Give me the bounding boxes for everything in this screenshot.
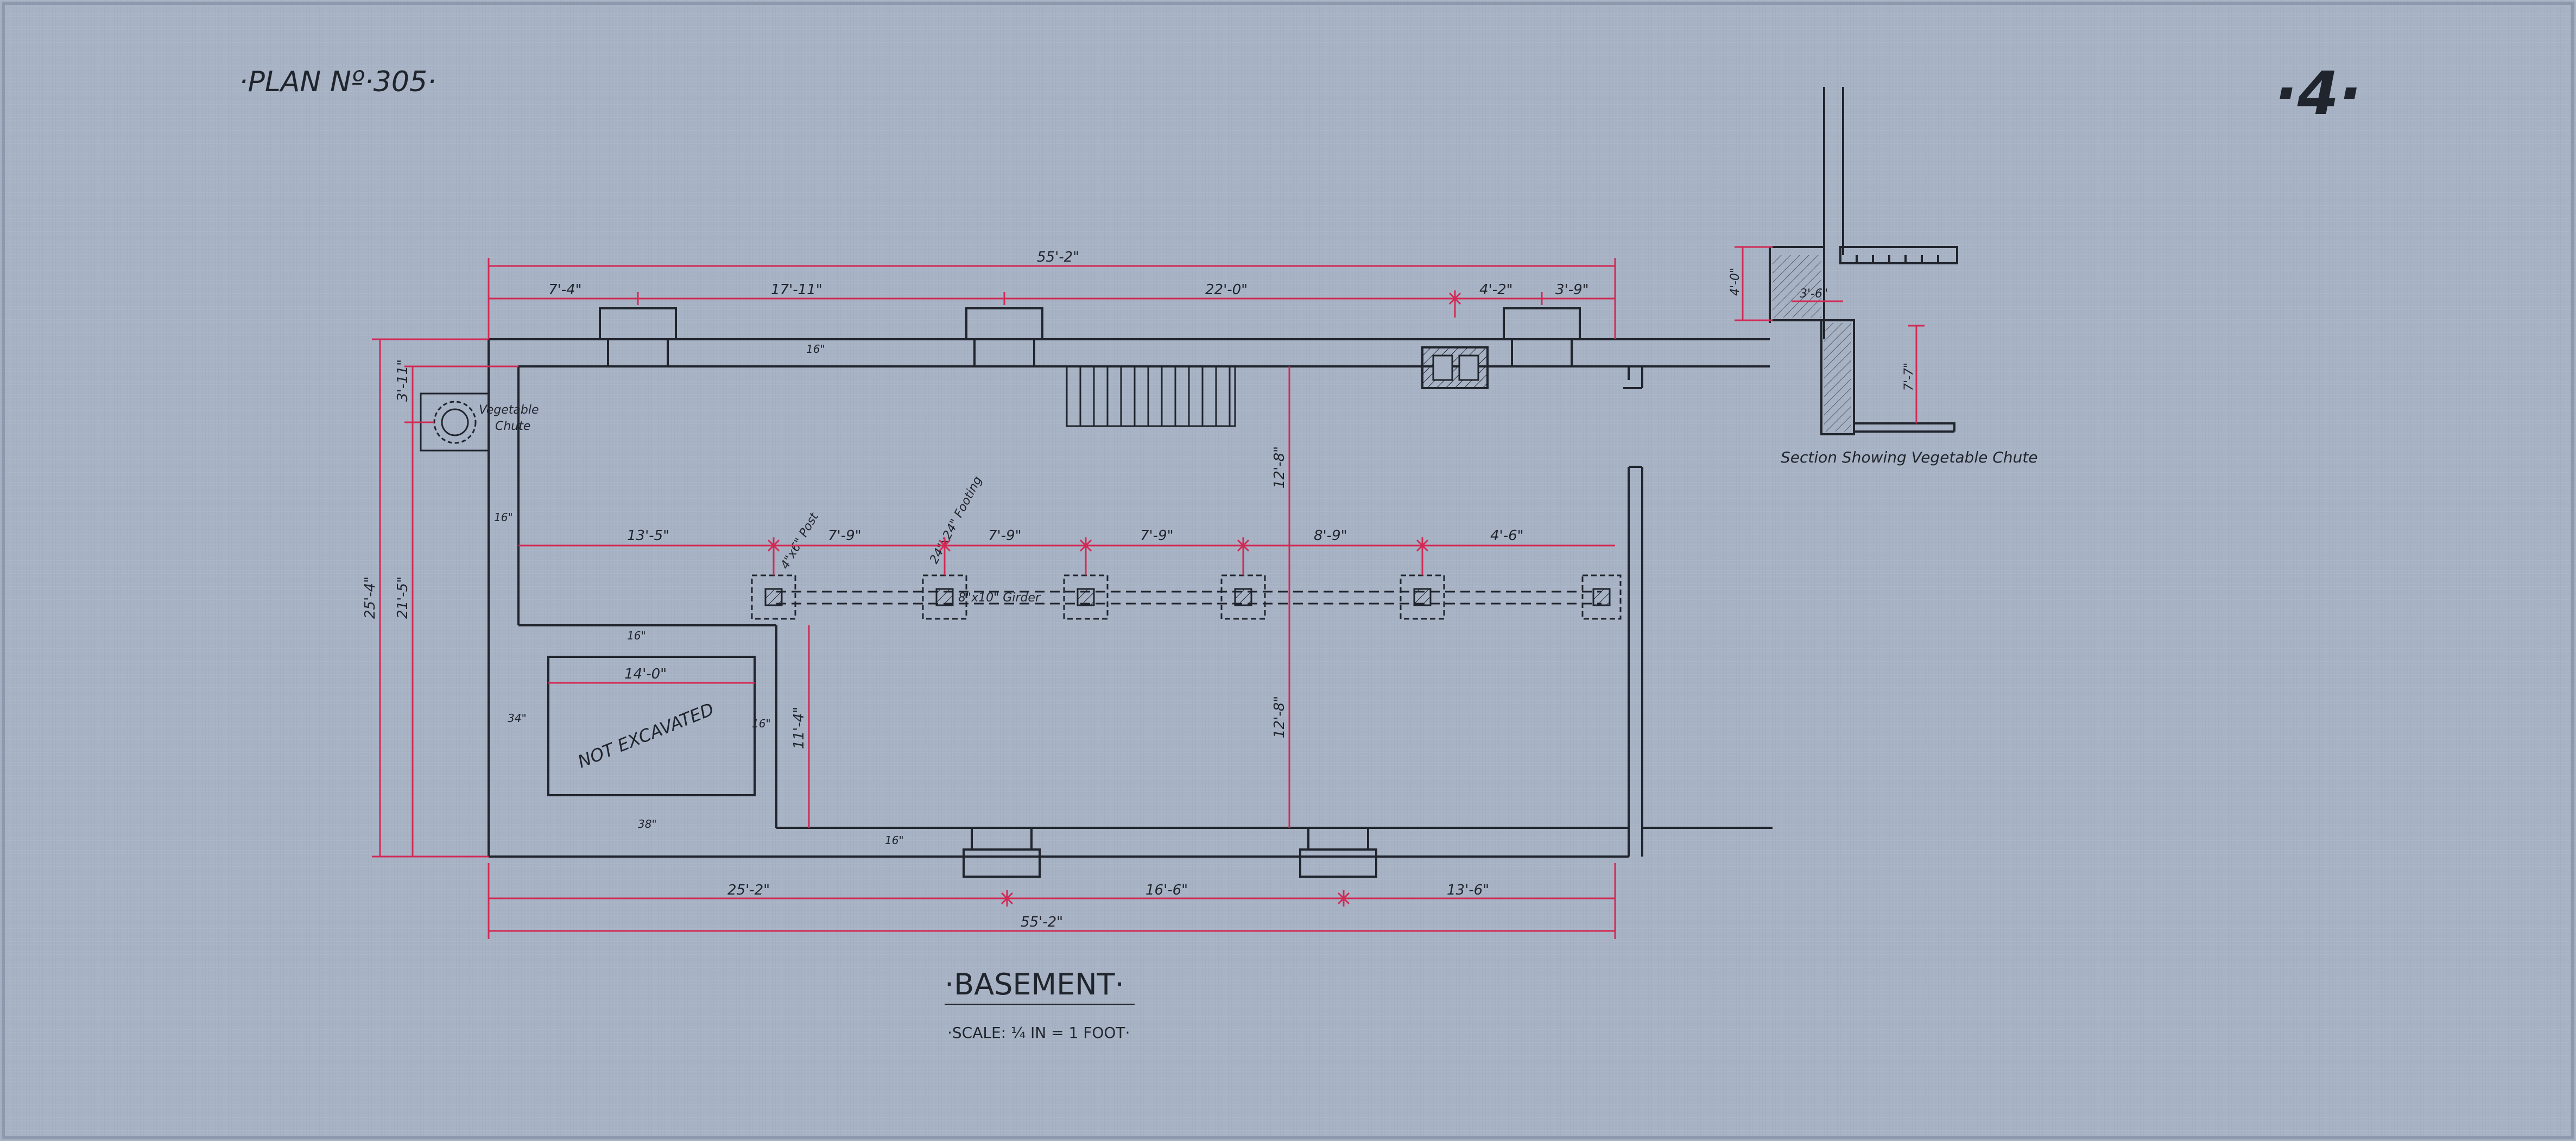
dimension-labels: 55'-2" 7'-4" 17'-11" 22'-0" 4'-2" 3'-9" … [362, 249, 1589, 930]
dim-left-outer: 25'-4" [362, 576, 378, 619]
section-hatch [1773, 255, 1851, 432]
stairs [1066, 365, 1236, 427]
dim-overall-top: 55'-2" [1037, 249, 1079, 265]
dim-bottom-b: 16'-6" [1145, 882, 1188, 898]
section-dimension-lines [1735, 246, 1925, 423]
dim-height-lower: 12'-8" [1271, 696, 1288, 738]
section-dimension-labels: 4'-0" 3'-6" 7'-7" [1729, 268, 1916, 391]
dim-bottom-a: 25'-2" [727, 882, 770, 898]
dim-girder-f: 4'-6" [1490, 528, 1524, 544]
girder [776, 591, 1602, 605]
girder-label: 8"x10" Girder [958, 591, 1041, 605]
dim-notch-width: 14'-0" [624, 666, 667, 682]
dim-wall-bottom: 16" [885, 834, 904, 847]
vegetable-chute-label-1: Vegetable [479, 403, 539, 417]
dim-girder-a: 13'-5" [627, 528, 669, 544]
dim-girder-c: 7'-9" [988, 528, 1022, 544]
dim-overall-bottom: 55'-2" [1021, 914, 1063, 930]
dim-wall-thick-b: 38" [638, 817, 657, 831]
dim-girder-d: 7'-9" [1140, 528, 1174, 544]
sheet-number: ·4· [2275, 59, 2362, 128]
dim-wall-top: 16" [806, 343, 825, 356]
vegetable-chute-label-2: Chute [495, 420, 530, 433]
section-detail [1769, 87, 1958, 435]
dim-top-e: 3'-9" [1555, 282, 1589, 298]
dim-bottom-c: 13'-6" [1447, 882, 1489, 898]
plan-title: ·BASEMENT· [945, 967, 1124, 1001]
dim-wall-thick-a: 34" [508, 712, 527, 725]
dim-wall-mid: 16" [627, 629, 646, 642]
south-windows [963, 827, 1377, 878]
north-windows [599, 307, 1581, 367]
section-dim-width: 3'-6" [1800, 287, 1828, 301]
dim-top-c: 22'-0" [1205, 282, 1248, 298]
dim-wall-left: 16" [494, 511, 513, 524]
dim-notch-height: 11'-4" [791, 707, 807, 749]
dim-top-b: 17'-11" [771, 282, 822, 298]
dim-girder-b: 7'-9" [828, 528, 862, 544]
chimney [1421, 346, 1489, 389]
plan-number: ·PLAN Nº·305· [239, 66, 436, 98]
plan-scale: ·SCALE: ¼ IN = 1 FOOT· [947, 1024, 1130, 1042]
dim-girder-e: 8'-9" [1314, 528, 1347, 544]
dimension-ticks [767, 292, 1461, 905]
dim-left-small: 3'-11" [395, 359, 411, 402]
section-dim-lower: 7'-7" [1902, 363, 1916, 391]
dim-wall-notch: 16" [752, 717, 771, 730]
section-caption: Section Showing Vegetable Chute [1781, 448, 2037, 466]
dimension-lines [372, 258, 1616, 939]
dim-top-a: 7'-4" [548, 282, 582, 298]
dim-top-d: 4'-2" [1479, 282, 1513, 298]
dim-left-inner: 21'-5" [395, 576, 411, 619]
dim-height-upper: 12'-8" [1271, 446, 1288, 489]
section-dim-upper: 4'-0" [1729, 268, 1742, 296]
